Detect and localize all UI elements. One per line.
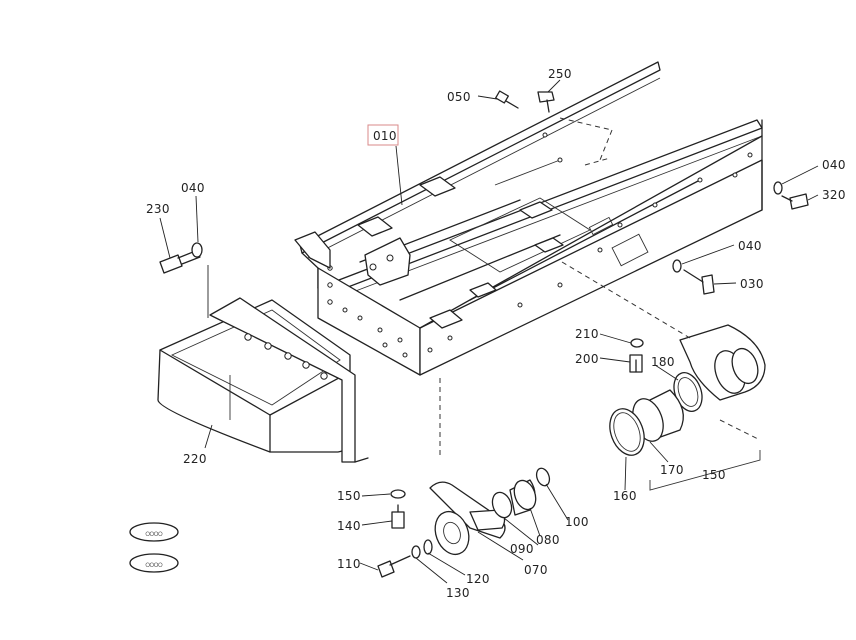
- callout-320[interactable]: 320: [822, 188, 846, 202]
- bolt-320: [781, 193, 809, 210]
- leader-lines: [159, 79, 819, 584]
- callout-040-right-mid[interactable]: 040: [738, 239, 762, 253]
- callout-150-right[interactable]: 150: [702, 468, 726, 482]
- callout-010[interactable]: 010: [373, 129, 397, 143]
- callout-100[interactable]: 100: [565, 515, 589, 529]
- callout-030[interactable]: 030: [740, 277, 764, 291]
- bolt-230: [159, 249, 201, 274]
- washer-150: [390, 489, 406, 499]
- washer-130: [411, 545, 421, 559]
- washer-040-mid: [672, 259, 682, 273]
- callout-210[interactable]: 210: [575, 327, 599, 341]
- highlight-box-010: [367, 124, 399, 146]
- washer-040-left: [191, 242, 203, 258]
- callout-170[interactable]: 170: [660, 463, 684, 477]
- washer-040-right: [773, 181, 783, 195]
- callout-040-top-left[interactable]: 040: [181, 181, 205, 195]
- callout-110[interactable]: 110: [337, 557, 361, 571]
- bolt-200-210: [629, 338, 644, 373]
- bolt-250: [537, 91, 555, 113]
- bolt-110: [377, 555, 411, 578]
- badge-mark-top: ○○○○: [129, 522, 179, 542]
- bolt-030: [683, 269, 715, 295]
- svg-text:○○○○: ○○○○: [146, 530, 163, 538]
- callout-130[interactable]: 130: [446, 586, 470, 600]
- callout-040-right-top[interactable]: 040: [822, 158, 846, 172]
- pivot-bracket-assembly: [609, 324, 766, 456]
- callout-250[interactable]: 250: [548, 67, 572, 81]
- svg-text:○○○○: ○○○○: [146, 561, 163, 569]
- callout-230[interactable]: 230: [146, 202, 170, 216]
- lower-linkage: [429, 467, 551, 556]
- callout-200[interactable]: 200: [575, 352, 599, 366]
- pivot-leader: [561, 261, 691, 339]
- callout-050[interactable]: 050: [447, 90, 471, 104]
- callout-120[interactable]: 120: [466, 572, 490, 586]
- badge-mark-bottom: ○○○○: [129, 553, 179, 573]
- main-frame: [294, 61, 763, 376]
- callout-150-bracket: [649, 450, 761, 491]
- callout-140[interactable]: 140: [337, 519, 361, 533]
- battery-tray: [157, 297, 369, 463]
- bolt-050: [495, 90, 519, 109]
- callout-150-left[interactable]: 150: [337, 489, 361, 503]
- callout-090[interactable]: 090: [510, 542, 534, 556]
- callout-080[interactable]: 080: [536, 533, 560, 547]
- washer-120: [423, 539, 433, 555]
- callout-070[interactable]: 070: [524, 563, 548, 577]
- callout-220[interactable]: 220: [183, 452, 207, 466]
- callout-180[interactable]: 180: [651, 355, 675, 369]
- callout-160[interactable]: 160: [613, 489, 637, 503]
- bolt-140: [391, 504, 405, 529]
